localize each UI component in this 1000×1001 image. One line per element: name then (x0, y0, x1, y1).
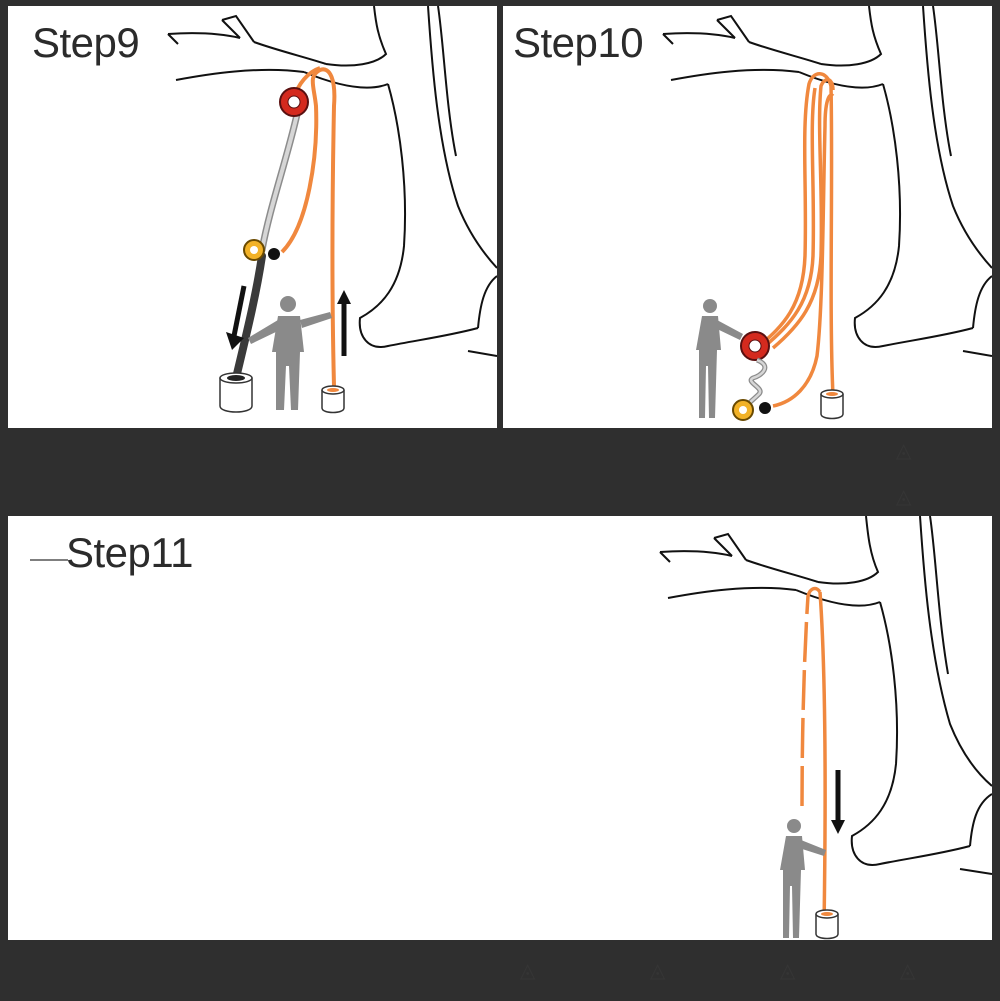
person-icon (780, 819, 826, 938)
watermark-logo: ◬ (896, 438, 912, 462)
watermark-logo: ◬ (780, 958, 796, 982)
orange-rope-dashed (800, 586, 822, 807)
bucket-icon (815, 909, 839, 940)
step9-panel: Step9 (8, 6, 497, 428)
arrow-down-icon (831, 770, 845, 834)
yellow-ring-icon (732, 399, 754, 421)
step11-panel: Step11 (8, 516, 992, 940)
bucket-left-icon (219, 372, 253, 413)
watermark-logo: ◬ (650, 958, 666, 982)
tree-outline (662, 6, 992, 357)
watermark-logo: ◬ (896, 484, 912, 508)
step10-illustration (662, 6, 992, 421)
rope-knot (268, 248, 280, 260)
rope-knot (759, 402, 771, 414)
red-ring-icon (740, 331, 770, 361)
watermark-logo: ◬ (520, 958, 536, 982)
arrow-up-icon (337, 290, 351, 356)
red-ring-icon (279, 87, 309, 117)
person-icon (696, 299, 743, 418)
yellow-ring-icon (243, 239, 265, 261)
step10-panel: Step10 (503, 6, 992, 428)
step11-illustration (30, 516, 992, 940)
tree-outline (659, 516, 992, 875)
step9-illustration (167, 6, 497, 414)
bucket-right-icon (321, 385, 345, 414)
bucket-icon (820, 389, 844, 420)
step11-label: Step11 (66, 529, 194, 576)
step10-label: Step10 (513, 19, 644, 66)
arrow-down-icon (226, 285, 247, 350)
dark-rope (232, 252, 266, 382)
person-icon (248, 296, 332, 410)
orange-rope-loop (280, 67, 337, 387)
step9-label: Step9 (32, 19, 140, 66)
orange-rope-bundle (757, 72, 835, 408)
watermark-logo: ◬ (900, 958, 916, 982)
tree-outline (167, 6, 497, 357)
orange-rope (818, 591, 827, 927)
